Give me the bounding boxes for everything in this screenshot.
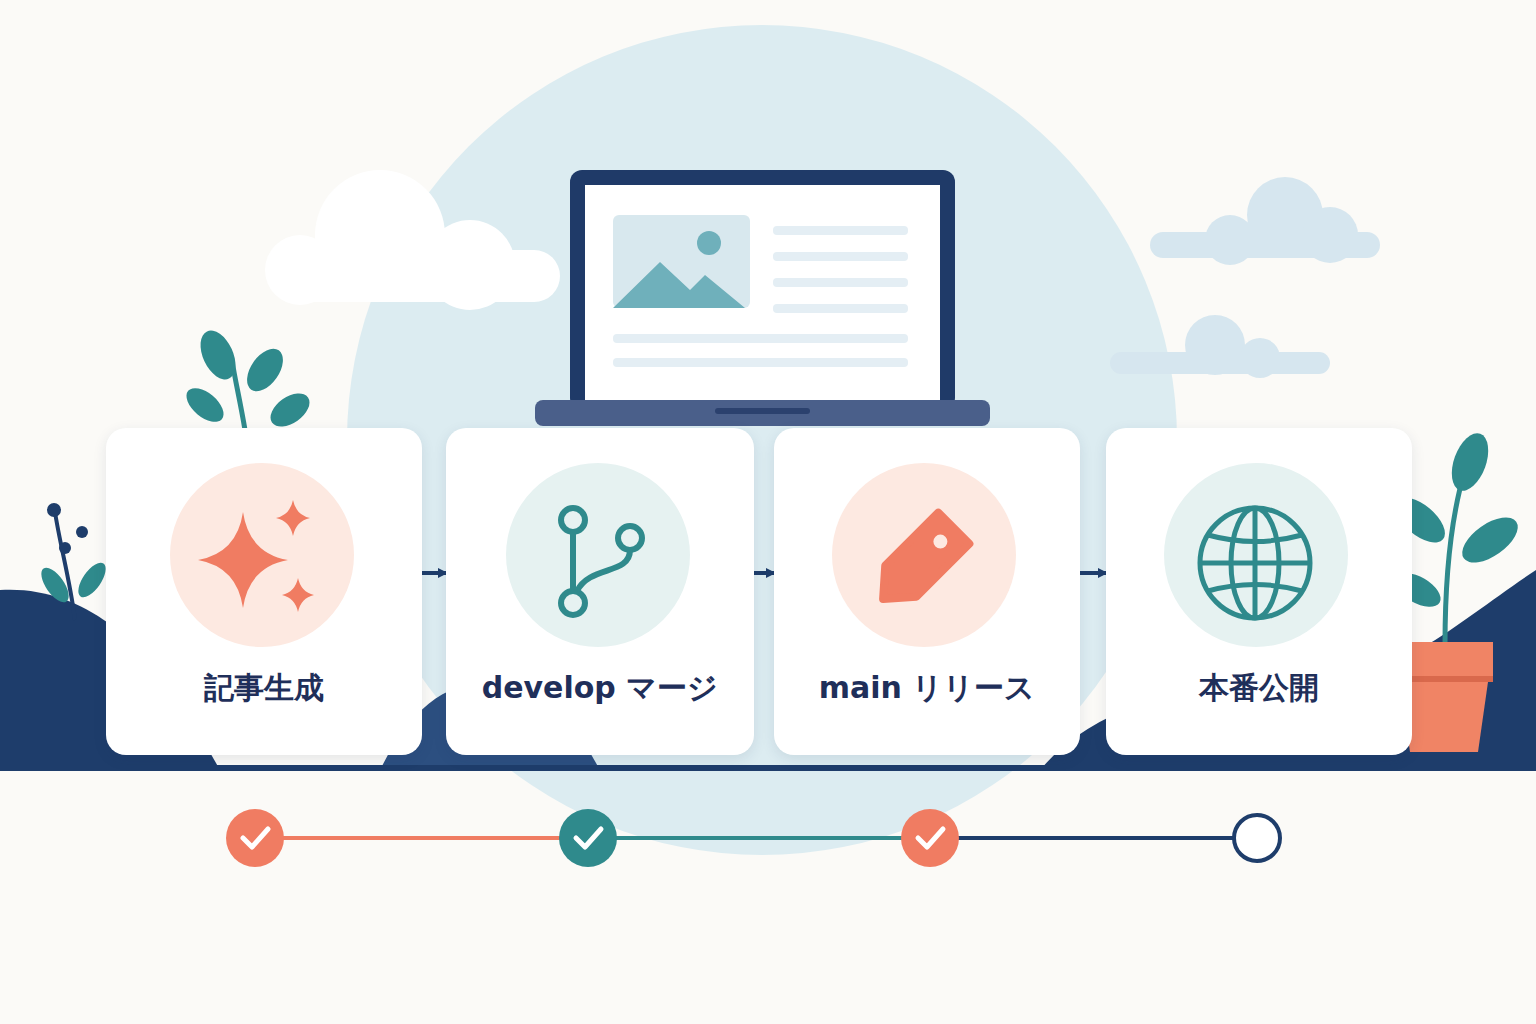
icon-circle <box>832 463 1016 647</box>
tag-icon <box>868 513 970 615</box>
plant-left <box>180 325 315 433</box>
process-card: 本番公開 <box>1106 428 1412 755</box>
process-card: develop マージ <box>446 428 754 755</box>
flow-arrow <box>1076 571 1106 575</box>
cloud-left <box>265 170 560 310</box>
sparkle-icon <box>198 500 314 612</box>
globe-icon <box>1200 508 1310 618</box>
step-label: 本番公開 <box>1106 668 1412 709</box>
step-label: develop マージ <box>446 668 754 709</box>
icon-circle <box>506 463 690 647</box>
ground-line <box>0 765 1536 771</box>
branch-icon <box>561 508 642 615</box>
flow-arrow <box>418 571 446 575</box>
icon-circle <box>1164 463 1348 647</box>
plant-small-left <box>36 503 111 620</box>
sky-circle <box>347 25 1177 855</box>
cloud-right <box>1110 177 1380 378</box>
process-card: 記事生成 <box>106 428 422 755</box>
step-label: 記事生成 <box>106 668 422 709</box>
progress-bar <box>226 809 1280 867</box>
laptop <box>535 170 990 426</box>
process-card: main リリース <box>774 428 1080 755</box>
step-label: main リリース <box>774 668 1080 709</box>
icon-circle <box>170 463 354 647</box>
